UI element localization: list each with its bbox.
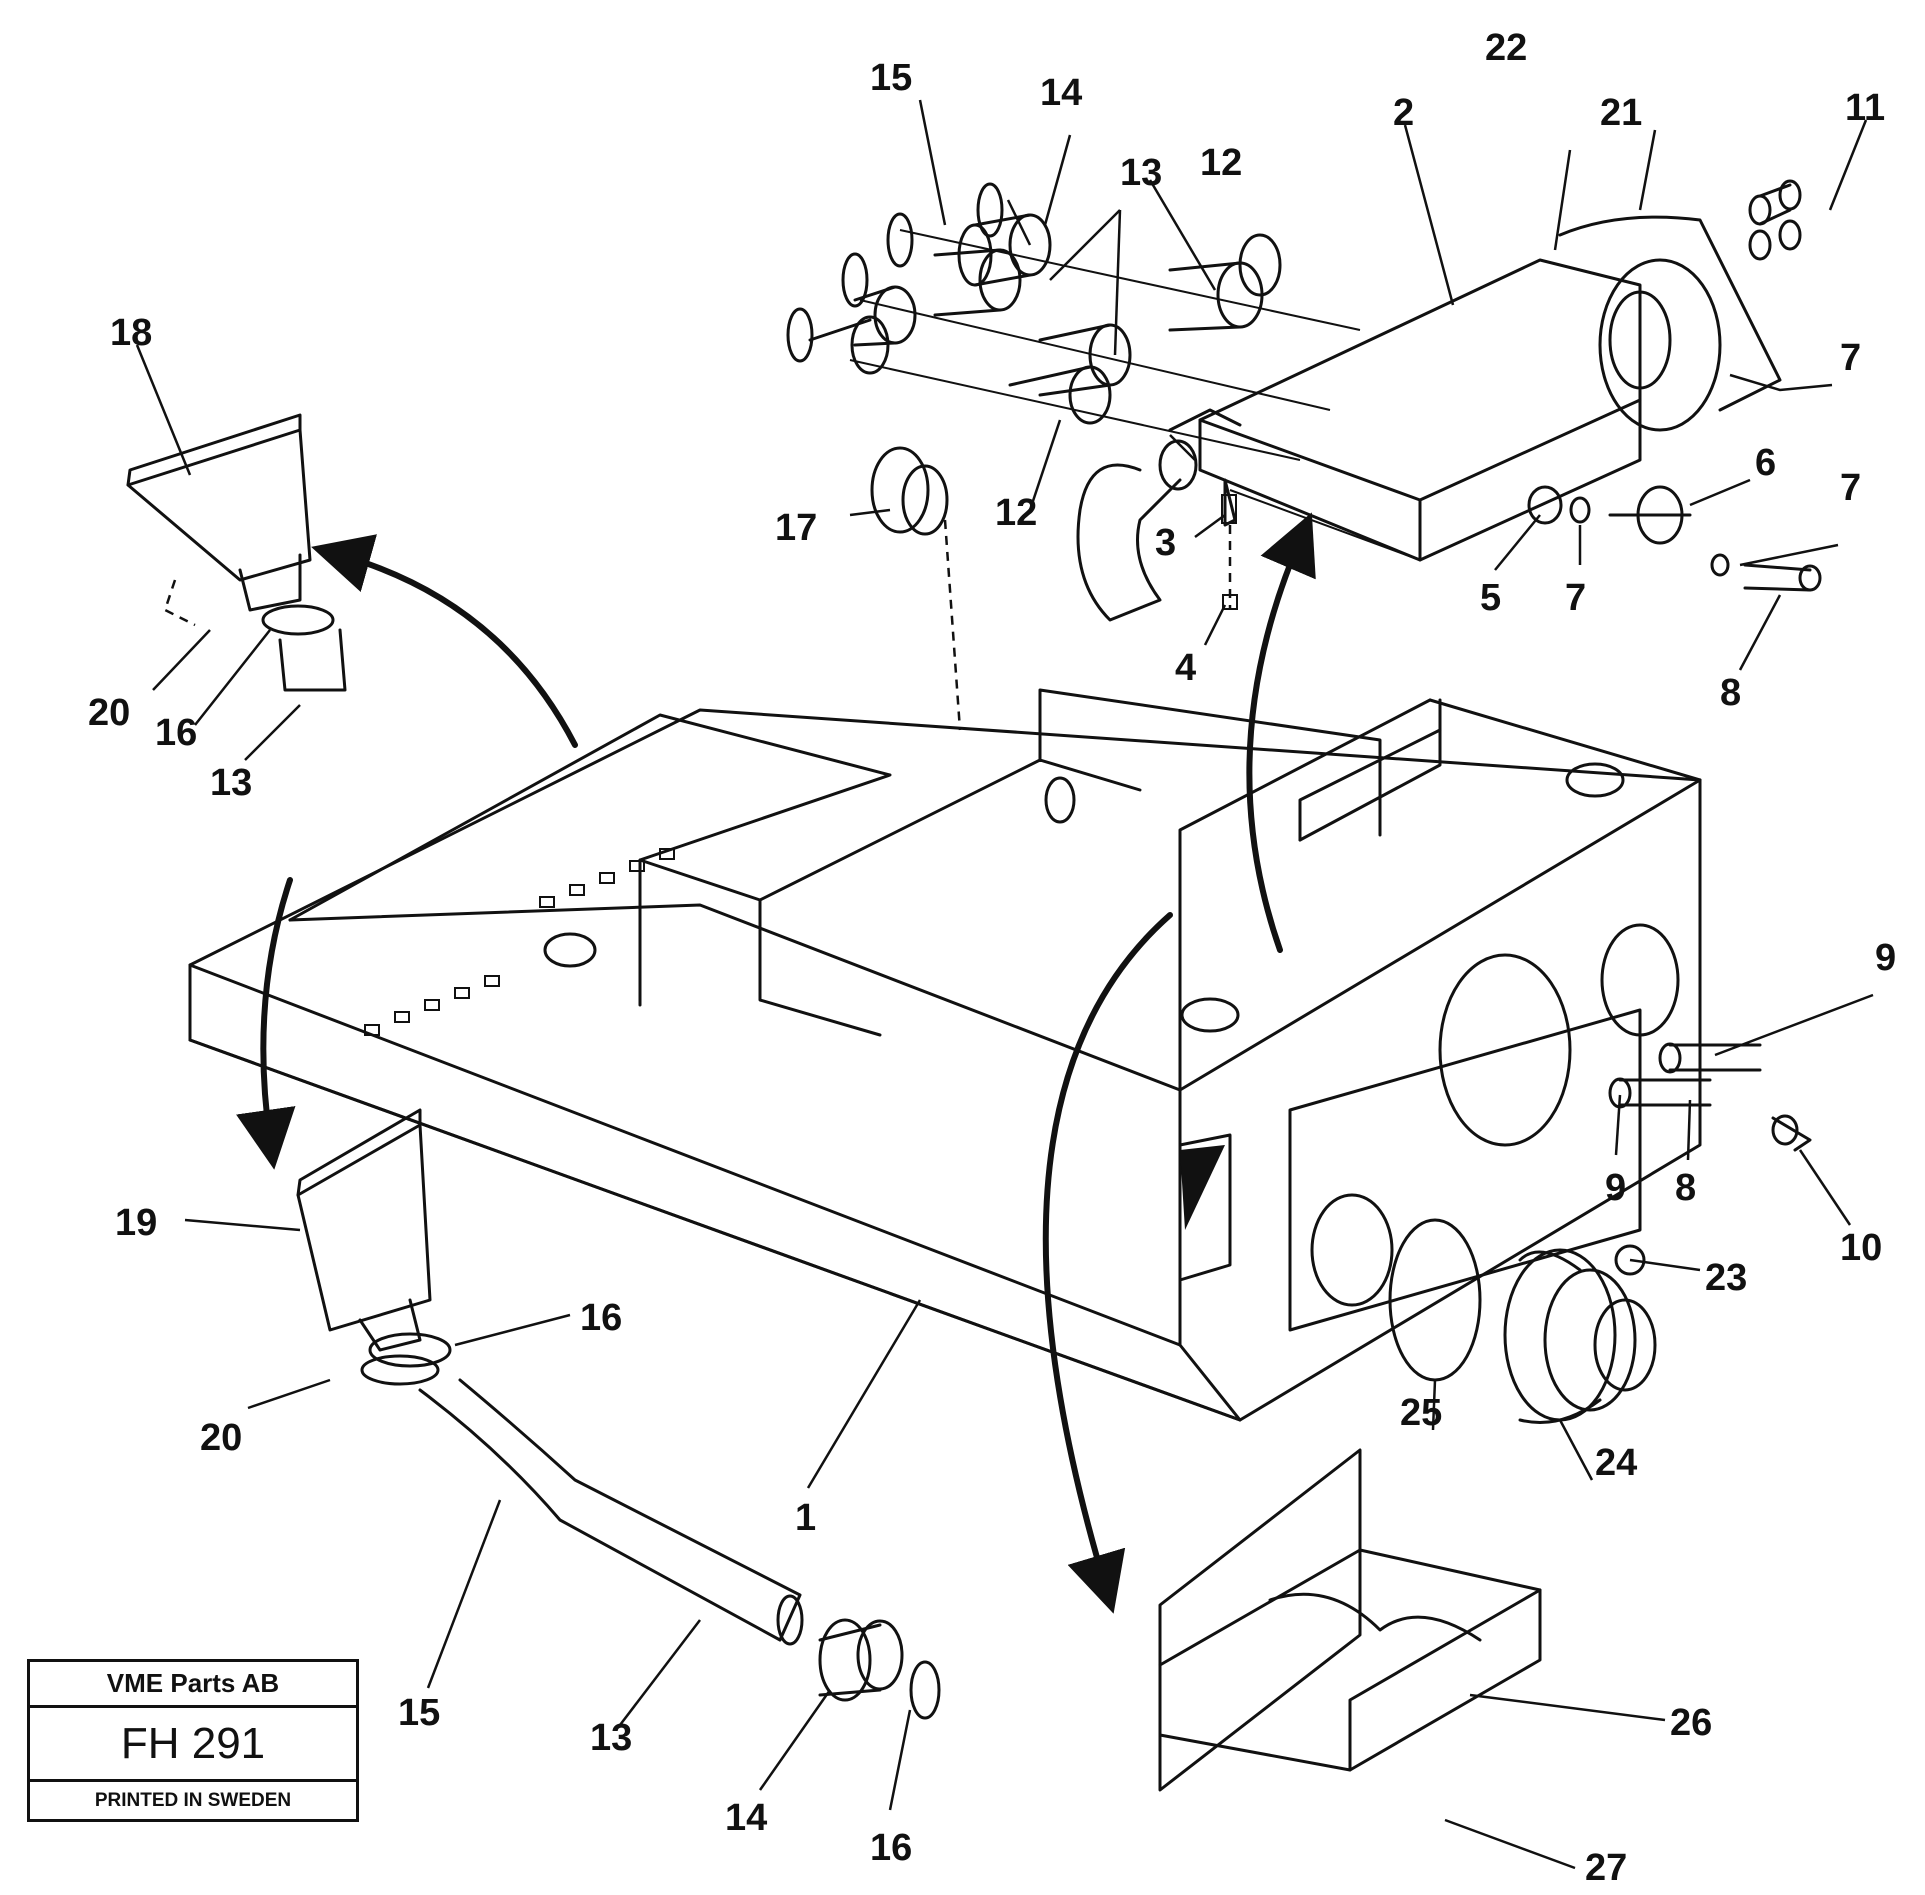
callout-20b: 20: [200, 1417, 242, 1459]
callout-1: 1: [795, 1497, 816, 1539]
callout-13c: 13: [590, 1717, 632, 1759]
callout-8a: 8: [1720, 672, 1741, 714]
callout-22: 22: [1485, 27, 1527, 69]
grommet-17: [870, 446, 949, 536]
callout-16a: 16: [155, 712, 197, 754]
hose-curved-top: [1076, 463, 1182, 622]
hose-lower: [418, 1378, 802, 1642]
drawing-code: FH 291: [30, 1708, 356, 1782]
callout-13a: 13: [1120, 152, 1162, 194]
callout-17: 17: [775, 507, 817, 549]
callout-2: 2: [1393, 92, 1414, 134]
callout-24: 24: [1595, 1442, 1637, 1484]
tray-26: [1158, 1448, 1542, 1792]
hood-19: [296, 1108, 452, 1386]
callout-6: 6: [1755, 442, 1776, 484]
callout-26: 26: [1670, 1702, 1712, 1744]
callout-18: 18: [110, 312, 152, 354]
valve-3-4: [1221, 478, 1238, 610]
leader-lines: [135, 99, 1874, 1870]
callout-8b: 8: [1675, 1167, 1696, 1209]
callout-15a: 15: [870, 57, 912, 99]
fittings-11: [1748, 179, 1802, 261]
callout-7c: 7: [1565, 577, 1586, 619]
callout-labels: 1 2 3 4 5 6 7 7 7 8 8 9 9 10 11 12 12 13…: [88, 27, 1896, 1889]
callout-14a: 14: [1040, 72, 1082, 114]
callout-16b: 16: [580, 1297, 622, 1339]
callout-12b: 12: [995, 492, 1037, 534]
callout-23: 23: [1705, 1257, 1747, 1299]
callout-25: 25: [1400, 1392, 1442, 1434]
printed-note: PRINTED IN SWEDEN: [94, 1789, 292, 1811]
callout-15b: 15: [398, 1692, 440, 1734]
callout-19: 19: [115, 1202, 157, 1244]
callout-21: 21: [1600, 92, 1642, 134]
callout-3: 3: [1155, 522, 1176, 564]
callout-12a: 12: [1200, 142, 1242, 184]
callout-13b: 13: [210, 762, 252, 804]
callout-27: 27: [1585, 1847, 1627, 1889]
callout-7a: 7: [1840, 337, 1861, 379]
pipes-right: [1608, 1042, 1812, 1276]
callout-9b: 9: [1605, 1167, 1626, 1209]
callout-11: 11: [1845, 87, 1885, 129]
main-housing: [188, 688, 1702, 1422]
title-block: VME Parts AB FH 291 PRINTED IN SWEDEN: [27, 1659, 359, 1822]
callout-20a: 20: [88, 692, 130, 734]
hood-18: [126, 413, 347, 692]
callout-14b: 14: [725, 1797, 767, 1839]
tap-assembly: [1527, 485, 1822, 592]
company-name: VME Parts AB: [30, 1662, 356, 1708]
callout-10: 10: [1840, 1227, 1882, 1269]
sleeves-top: [786, 182, 1282, 425]
heater-unit: [849, 215, 1782, 562]
callout-16c: 16: [870, 1827, 912, 1869]
callout-9a: 9: [1875, 937, 1896, 979]
callout-4: 4: [1175, 647, 1196, 689]
callout-7b: 7: [1840, 467, 1861, 509]
callout-5: 5: [1480, 577, 1501, 619]
